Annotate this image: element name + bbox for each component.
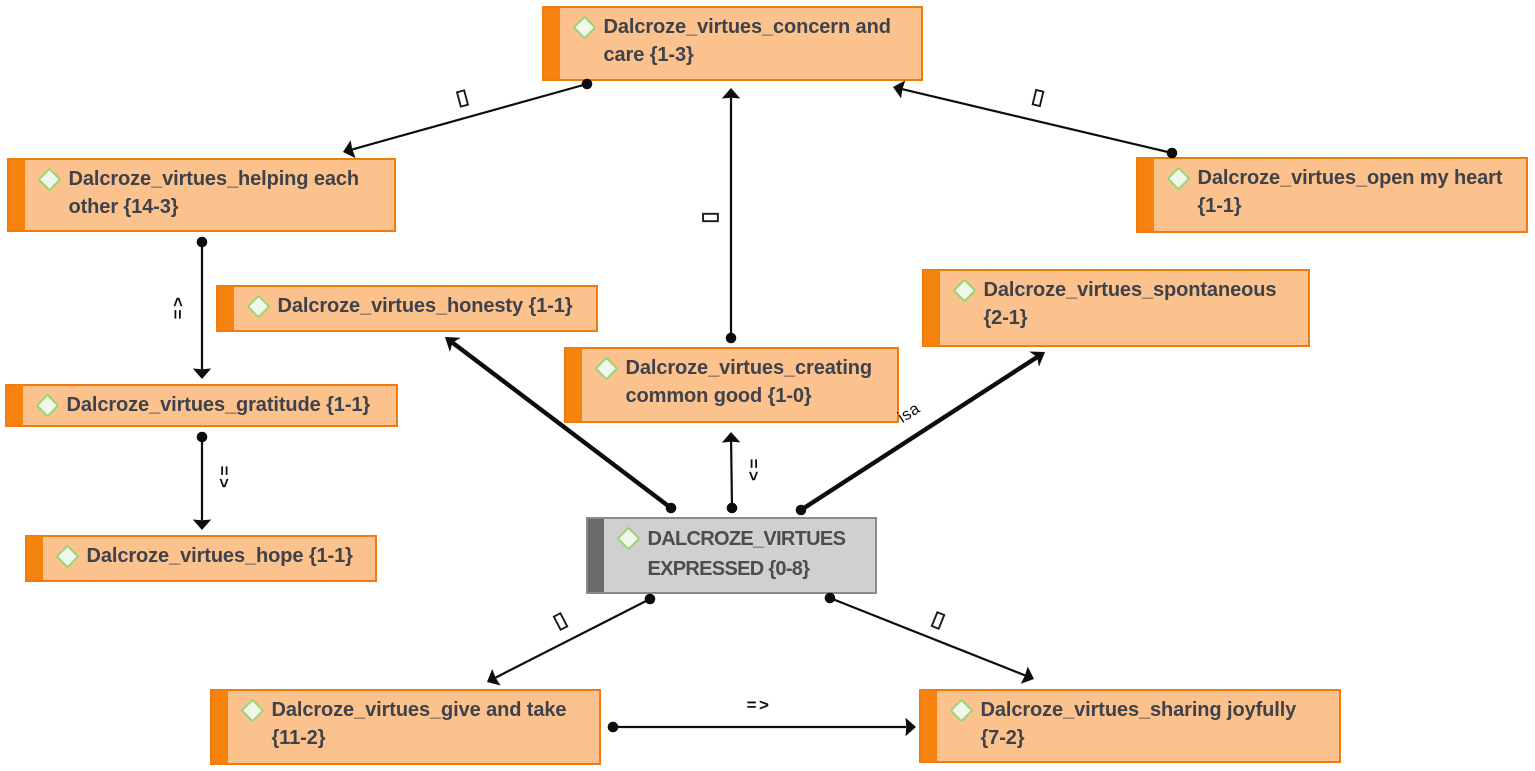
svg-text:=>: => <box>744 459 763 484</box>
svg-text:=>: => <box>747 696 772 715</box>
svg-text:=>: => <box>215 466 234 491</box>
svg-text:=>: => <box>169 295 188 320</box>
